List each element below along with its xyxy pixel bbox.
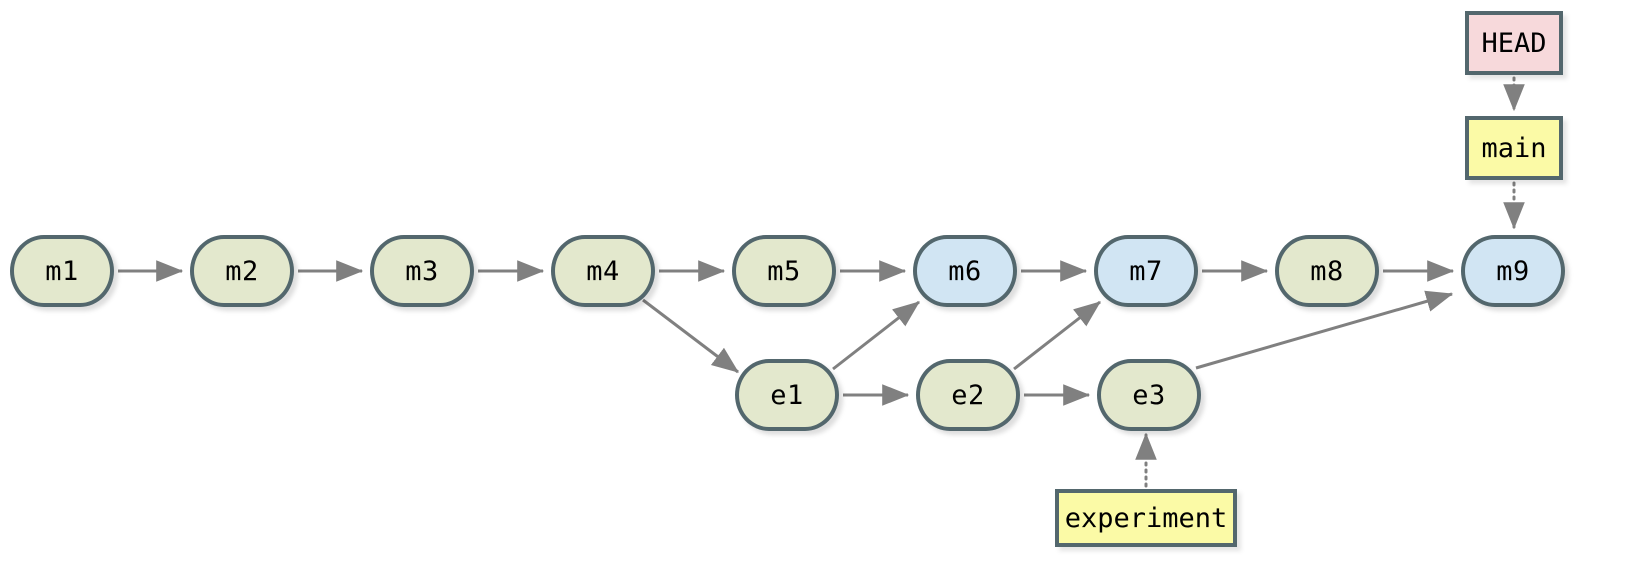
commit-label: m4	[586, 255, 620, 287]
commit-label: m5	[767, 255, 801, 287]
commit-node-m9[interactable]: m9	[1461, 235, 1565, 307]
branch-ref-label: experiment	[1064, 502, 1228, 534]
commit-node-m5[interactable]: m5	[732, 235, 836, 307]
commit-node-m6[interactable]: m6	[913, 235, 1017, 307]
edge-m4-e1	[642, 298, 739, 374]
head-ref-box[interactable]: HEAD	[1465, 11, 1563, 75]
branch-ref-label: main	[1481, 132, 1547, 164]
commit-node-e3[interactable]: e3	[1097, 359, 1201, 431]
commit-label: m1	[45, 255, 79, 287]
branch-ref-box-main[interactable]: main	[1465, 116, 1563, 180]
commit-label: m6	[948, 255, 982, 287]
commit-node-m3[interactable]: m3	[370, 235, 474, 307]
head-ref-label: HEAD	[1481, 27, 1547, 59]
commit-node-m8[interactable]: m8	[1275, 235, 1379, 307]
commit-label: m9	[1496, 255, 1530, 287]
commit-node-m7[interactable]: m7	[1094, 235, 1198, 307]
edge-e1-m6	[832, 300, 920, 371]
commit-label: m8	[1310, 255, 1344, 287]
commit-node-e1[interactable]: e1	[735, 359, 839, 431]
commit-label: m7	[1129, 255, 1163, 287]
commit-node-m4[interactable]: m4	[551, 235, 655, 307]
commit-node-m2[interactable]: m2	[190, 235, 294, 307]
commit-node-e2[interactable]: e2	[916, 359, 1020, 431]
commit-label: m2	[225, 255, 259, 287]
commit-node-m1[interactable]: m1	[10, 235, 114, 307]
commit-label: e3	[1132, 379, 1166, 411]
commit-label: m3	[405, 255, 439, 287]
commit-label: e1	[770, 379, 804, 411]
branch-ref-box-experiment[interactable]: experiment	[1055, 489, 1237, 547]
edge-e2-m7	[1013, 300, 1101, 371]
commit-label: e2	[951, 379, 985, 411]
